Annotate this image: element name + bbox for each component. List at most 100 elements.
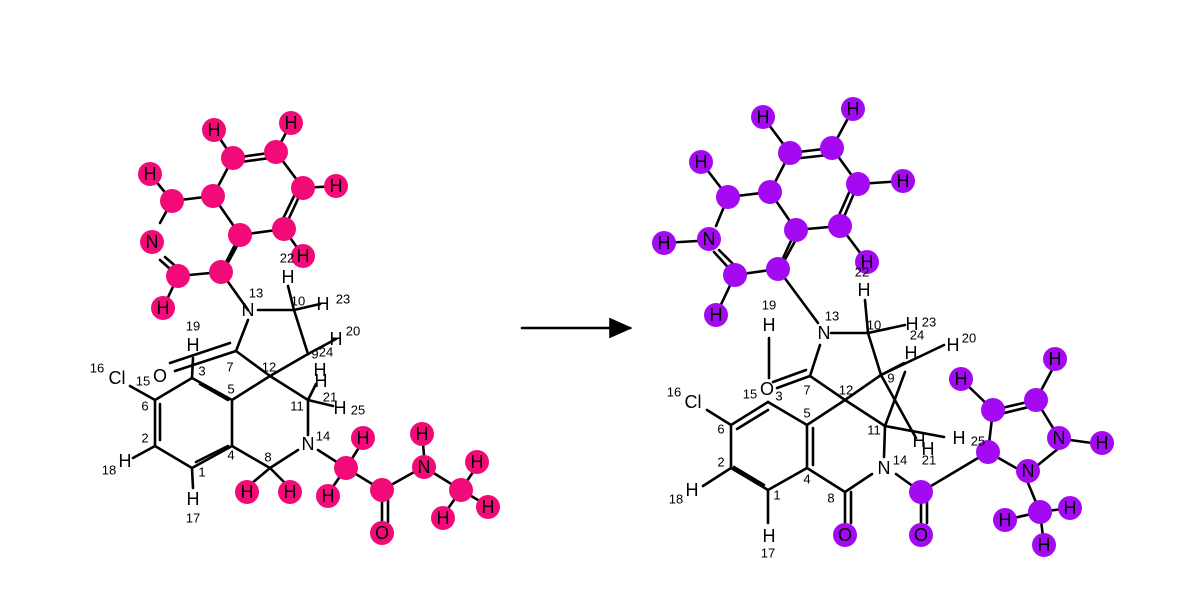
atom-label-r-H-d: H xyxy=(330,176,343,196)
atom-highlight xyxy=(1043,347,1067,371)
atom-label-p-N-pz1: N xyxy=(1053,428,1066,448)
atom-highlight xyxy=(465,450,489,474)
atom-highlight xyxy=(431,506,455,530)
atom-index-rn-1: 1 xyxy=(198,465,205,480)
bond-line xyxy=(190,466,195,490)
atom-highlight xyxy=(949,367,973,391)
atom-label-r-H-me3: H xyxy=(482,497,495,517)
atom-label-r-H-23: H xyxy=(317,294,330,314)
atom-highlight xyxy=(758,180,782,204)
atom-highlight xyxy=(723,263,747,287)
atom-highlight xyxy=(264,140,288,164)
bond-line xyxy=(234,318,250,353)
atom-label-r-N-amide: N xyxy=(418,457,431,477)
atom-index-rn-4: 4 xyxy=(227,448,234,463)
bond-line xyxy=(732,465,766,487)
bond-line xyxy=(168,341,232,365)
atom-highlight xyxy=(449,478,473,502)
atom-label-p-Cl-16: Cl xyxy=(685,392,702,412)
atom-index-pn-10: 10 xyxy=(867,318,881,333)
atom-label-r-N-14: N xyxy=(302,434,315,454)
atom-label-r-H-b: H xyxy=(285,113,298,133)
bond-line xyxy=(808,343,822,378)
atom-index-pn-1: 1 xyxy=(773,488,780,503)
atom-index-pn-16: 16 xyxy=(667,385,681,400)
atom-index-rn-13: 13 xyxy=(249,286,263,301)
atom-index-pn-9: 9 xyxy=(887,371,894,386)
atom-highlight xyxy=(1016,459,1040,483)
atom-highlight xyxy=(689,150,713,174)
atom-label-r-H-nh: H xyxy=(416,424,429,444)
atom-highlight xyxy=(716,185,740,209)
atom-label-r-H-me2: H xyxy=(437,508,450,528)
atom-index-rn-15: 15 xyxy=(136,374,150,389)
atom-label-r-H-22: H xyxy=(297,246,310,266)
atom-highlight xyxy=(370,521,394,545)
atom-index-pn-13: 13 xyxy=(825,309,839,324)
atom-highlight xyxy=(1024,388,1048,412)
atom-highlight xyxy=(909,480,933,504)
atom-index-pn-24: 24 xyxy=(910,328,924,343)
atom-label-p-N-13: N xyxy=(818,323,831,343)
atom-index-rn-18: 18 xyxy=(102,463,116,478)
atom-highlight xyxy=(981,398,1005,422)
bond-line xyxy=(805,398,847,427)
atom-highlight xyxy=(279,111,303,135)
atom-label-p-O-amide: O xyxy=(914,525,928,545)
atom-label-r-H-8a: H xyxy=(241,482,254,502)
bond-line xyxy=(286,284,296,312)
atom-highlight xyxy=(209,260,233,284)
atom-index-rn-2: 2 xyxy=(141,431,148,446)
atom-highlight xyxy=(291,244,315,268)
atom-label-p-N-pz2: N xyxy=(1022,461,1035,481)
atom-label-r-H-19: H xyxy=(187,335,200,355)
bond-line xyxy=(866,331,883,377)
bond-line xyxy=(883,424,946,439)
atom-index-pn-5: 5 xyxy=(803,406,810,421)
atom-highlight xyxy=(324,174,348,198)
atom-label-r-H-18: H xyxy=(119,451,132,471)
atom-index-rn-10: 10 xyxy=(291,294,305,309)
atom-index-rn-7: 7 xyxy=(226,360,233,375)
atom-index-pn-2: 2 xyxy=(717,455,724,470)
bond-line xyxy=(843,398,887,428)
bond-line xyxy=(190,356,195,380)
bond-line xyxy=(882,424,887,459)
bond-line xyxy=(190,376,234,402)
atom-highlight xyxy=(697,227,721,251)
atom-index-pn-15: 15 xyxy=(743,387,757,402)
atom-highlight xyxy=(993,508,1017,532)
atom-highlight xyxy=(784,218,808,242)
bond-line xyxy=(268,466,288,486)
atom-index-pn-23: 23 xyxy=(922,315,936,330)
atom-label-p-H-10: H xyxy=(858,280,871,300)
atom-highlight xyxy=(221,146,245,170)
atom-index-rn-9: 9 xyxy=(311,347,318,362)
bond-line xyxy=(153,376,194,402)
atom-label-r-N-ring: N xyxy=(146,232,159,252)
atom-index-pn-7: 7 xyxy=(803,383,810,398)
atom-label-p-H-me1: H xyxy=(999,510,1012,530)
atom-highlight xyxy=(140,230,164,254)
atom-index-pn-8: 8 xyxy=(827,491,834,506)
atom-label-p-H-9: H xyxy=(905,343,918,363)
bond-line xyxy=(705,408,733,427)
bond-line xyxy=(729,466,770,492)
bond-line xyxy=(268,448,300,470)
atom-highlight xyxy=(1090,431,1114,455)
bond-line xyxy=(735,408,770,431)
atom-index-rn-12: 12 xyxy=(262,360,276,375)
atom-highlight xyxy=(202,118,226,142)
bond-line xyxy=(1068,438,1094,445)
atom-label-p-N-ring: N xyxy=(703,229,716,249)
atom-label-p-N-14: N xyxy=(878,458,891,478)
atom-highlight xyxy=(151,296,175,320)
atom-label-p-H-20: H xyxy=(947,335,960,355)
atom-highlight xyxy=(138,162,162,186)
bond-line xyxy=(268,374,310,402)
atom-highlight xyxy=(751,105,775,129)
atom-highlight xyxy=(766,257,790,281)
